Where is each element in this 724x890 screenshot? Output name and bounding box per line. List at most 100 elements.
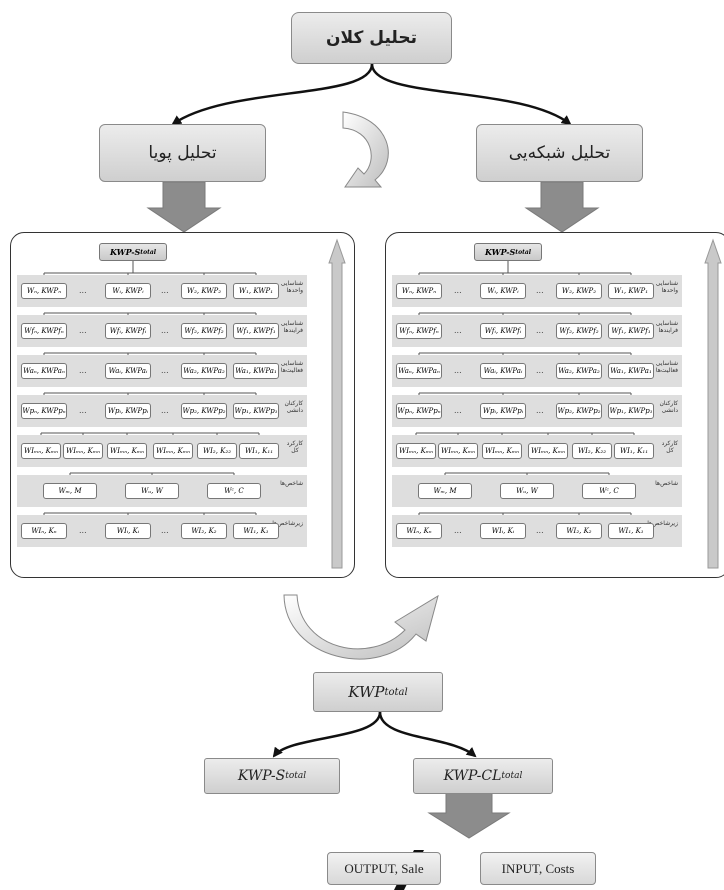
left-panel-top-node-sub: total <box>140 248 157 256</box>
left-panel-node-1-1: Wfᵢ, KWPfᵢ <box>105 323 151 339</box>
right-panel-ellipsis: ... <box>454 286 462 295</box>
right-panel-node-4-4: WI₂, K₂₂ <box>572 443 612 459</box>
left-panel-node-3-0: Wpₙ, KWPpₙ <box>21 403 67 419</box>
right-panel-row-label: کارکنان دانشی <box>659 400 678 414</box>
left-panel-node-4-5: WI₁, K₁₁ <box>239 443 279 459</box>
right-panel-node-4-5: WI₁, K₁₁ <box>614 443 654 459</box>
left-panel-top-node-main: KWP-S <box>109 247 141 257</box>
right-panel-node-2-3: Wa₁, KWPa₁ <box>608 363 654 379</box>
left-panel-row-label: شناسایی واحدها <box>280 280 303 294</box>
right-panel-node-5-2: Wᶜ, C <box>582 483 636 499</box>
right-panel-row-label: شناسایی فعالیت‌ها <box>655 360 678 374</box>
right-panel-node-2-0: Waₙ, KWPaₙ <box>396 363 442 379</box>
left-panel-ellipsis: ... <box>161 526 169 535</box>
left-panel-node-0-0: Wₙ, KWPₙ <box>21 283 67 299</box>
right-panel-node-4-1: WIₘₙ, Kₘₙ <box>438 443 478 459</box>
left-panel-ellipsis: ... <box>161 366 169 375</box>
left-panel-node-6-1: WIᵢ, Kᵢ <box>105 523 151 539</box>
right-panel-top-node-main: KWP-S <box>484 247 516 257</box>
left-panel-ellipsis: ... <box>79 286 87 295</box>
right-panel-ellipsis: ... <box>536 366 544 375</box>
left-panel-ellipsis: ... <box>161 406 169 415</box>
right-panel-node-6-2: WI₂, K₂ <box>556 523 602 539</box>
connector-kwp-cl <box>378 711 477 758</box>
right-panel-node-0-2: W₂, KWP₂ <box>556 283 602 299</box>
left-panel-ellipsis: ... <box>79 526 87 535</box>
right-panel-node-6-3: WI₁, K₁ <box>608 523 654 539</box>
right-panel-ellipsis: ... <box>454 366 462 375</box>
left-panel-node-2-0: Waₙ, KWPaₙ <box>21 363 67 379</box>
left-panel-ellipsis: ... <box>79 366 87 375</box>
left-panel-node-2-3: Wa₁, KWPa₁ <box>233 363 279 379</box>
network-analysis-box: تحلیل شبکه‌یی <box>476 124 643 182</box>
block-arrow-output <box>427 792 511 839</box>
block-arrow-left <box>146 181 222 233</box>
right-panel-node-3-2: Wp₂, KWPp₂ <box>556 403 602 419</box>
left-panel-node-6-3: WI₁, K₁ <box>233 523 279 539</box>
right-panel-node-4-3: WIₘₙ, Kₘₙ <box>528 443 568 459</box>
right-panel-node-6-0: WIₙ, Kₙ <box>396 523 442 539</box>
left-panel-node-5-1: Wᵤ, W <box>125 483 179 499</box>
right-panel-row-label: شناسایی واحدها <box>655 280 678 294</box>
right-panel-node-3-3: Wp₁, KWPp₁ <box>608 403 654 419</box>
connector-top-left <box>171 63 374 126</box>
right-panel-node-0-0: Wₙ, KWPₙ <box>396 283 442 299</box>
left-panel-node-4-2: WIₘₙ, Kₘₙ <box>107 443 147 459</box>
kwp-total-sub: total <box>384 686 408 698</box>
left-panel-row-label: شاخص‌ها <box>280 480 303 487</box>
right-panel-node-0-3: W₁, KWP₁ <box>608 283 654 299</box>
connector-top-right <box>370 63 572 126</box>
left-panel-ellipsis: ... <box>79 326 87 335</box>
left-panel-node-4-3: WIₘₙ, Kₘₙ <box>153 443 193 459</box>
right-panel-node-5-1: Wᵤ, W <box>500 483 554 499</box>
right-panel-ellipsis: ... <box>536 286 544 295</box>
right-panel-node-6-1: WIᵢ, Kᵢ <box>480 523 526 539</box>
macro-analysis-box: تحلیل کلان <box>291 12 452 64</box>
connector-kwp-s <box>272 711 382 758</box>
right-panel-row-label: شاخص‌ها <box>655 480 678 487</box>
right-panel-node-2-2: Wa₂, KWPa₂ <box>556 363 602 379</box>
right-panel-node-1-1: Wfᵢ, KWPfᵢ <box>480 323 526 339</box>
left-panel-node-0-2: W₂, KWP₂ <box>181 283 227 299</box>
right-panel-ellipsis: ... <box>536 326 544 335</box>
kwp-cl-total-main: KWP-CL <box>443 768 502 784</box>
curved-arrow-top <box>342 111 389 188</box>
right-panel-ellipsis: ... <box>536 526 544 535</box>
right-panel-node-5-0: Wₘ, M <box>418 483 472 499</box>
left-panel-ellipsis: ... <box>161 286 169 295</box>
right-panel-ellipsis: ... <box>454 526 462 535</box>
block-arrow-right <box>524 181 600 233</box>
left-panel-node-6-0: WIₙ, Kₙ <box>21 523 67 539</box>
left-panel-node-5-0: Wₘ, M <box>43 483 97 499</box>
right-panel-ellipsis: ... <box>454 326 462 335</box>
right-panel-top-node-sub: total <box>515 248 532 256</box>
left-panel-row-label: کارکنان دانشی <box>284 400 303 414</box>
right-panel-row-label: زیرشاخص‌ها <box>647 520 678 527</box>
left-panel-node-0-1: Wᵢ, KWPᵢ <box>105 283 151 299</box>
left-panel-ellipsis: ... <box>161 326 169 335</box>
kwp-total-main: KWP <box>348 683 385 701</box>
right-panel-node-2-1: Waᵢ, KWPaᵢ <box>480 363 526 379</box>
left-panel-node-4-1: WIₘₙ, Kₘₙ <box>63 443 103 459</box>
output-sale-box: OUTPUT, Sale <box>327 852 441 885</box>
right-panel-node-3-0: Wpₙ, KWPpₙ <box>396 403 442 419</box>
left-panel-node-4-0: WIₘₙ, Kₘₙ <box>21 443 61 459</box>
right-panel-node-1-0: Wfₙ, KWPfₙ <box>396 323 442 339</box>
left-panel-node-1-0: Wfₙ, KWPfₙ <box>21 323 67 339</box>
left-panel-node-2-1: Waᵢ, KWPaᵢ <box>105 363 151 379</box>
right-panel-row-label: کارکرد کل <box>661 440 678 454</box>
kwp-s-total-main: KWP-S <box>237 768 286 784</box>
left-panel-row-label: شناسایی فعالیت‌ها <box>280 360 303 374</box>
dynamic-analysis-box: تحلیل پویا <box>99 124 266 182</box>
left-panel-node-4-4: WI₂, K₂₂ <box>197 443 237 459</box>
left-panel-row-label: زیرشاخص‌ها <box>272 520 303 527</box>
right-panel-node-0-1: Wᵢ, KWPᵢ <box>480 283 526 299</box>
right-panel-node-4-0: WIₘₙ, Kₘₙ <box>396 443 436 459</box>
left-panel-node-3-2: Wp₂, KWPp₂ <box>181 403 227 419</box>
